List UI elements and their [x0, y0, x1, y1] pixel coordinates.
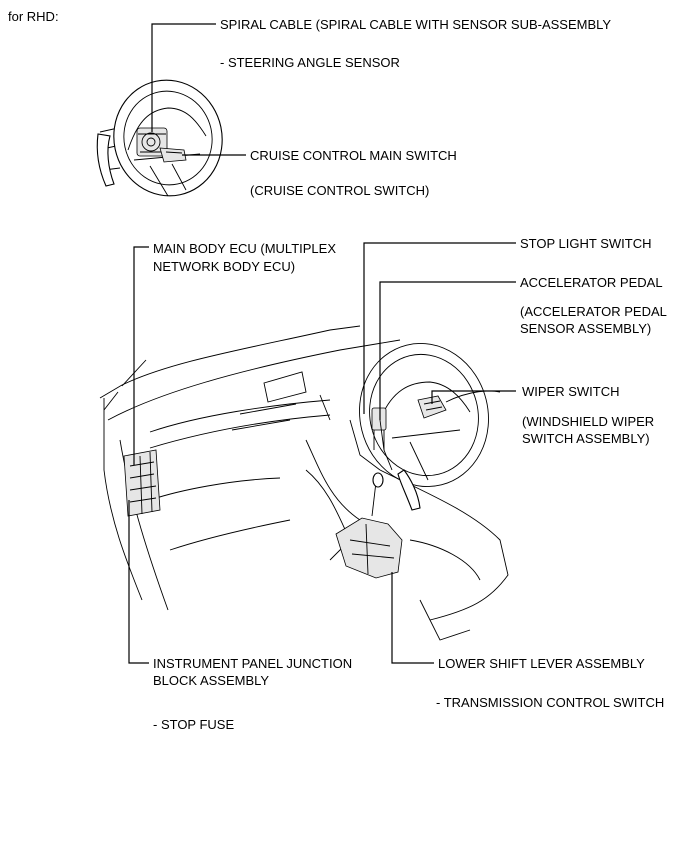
label-lower-shift-lever: LOWER SHIFT LEVER ASSEMBLY: [438, 656, 645, 671]
label-accelerator-pedal-sensor-line2: SENSOR ASSEMBLY): [520, 321, 652, 336]
main-body-ecu-illustration: [123, 449, 161, 517]
wiper-switch-illustration: [417, 390, 501, 419]
accelerator-pedal-illustration: [379, 419, 421, 511]
stop-light-switch-illustration: [371, 407, 387, 450]
label-main-body-ecu-line1: MAIN BODY ECU (MULTIPLEX: [153, 241, 336, 256]
label-stop-light-switch: STOP LIGHT SWITCH: [520, 236, 652, 251]
label-windshield-wiper-line1: (WINDSHIELD WIPER: [522, 414, 655, 429]
leader-instrument-panel-junction-block: [128, 500, 149, 664]
lower-shift-lever-illustration: [335, 472, 403, 579]
variant-heading: for RHD:: [8, 9, 59, 24]
leader-accelerator-pedal: [379, 281, 516, 420]
label-accelerator-pedal-sensor-line1: (ACCELERATOR PEDAL: [520, 304, 667, 319]
label-stop-fuse: - STOP FUSE: [153, 717, 235, 732]
leader-lower-shift-lever: [391, 572, 434, 664]
leader-main-body-ecu: [133, 246, 149, 465]
label-wiper-switch: WIPER SWITCH: [522, 384, 620, 399]
leader-stop-light-switch: [363, 242, 516, 414]
leader-spiral-cable: [151, 23, 216, 132]
label-instrument-panel-junction-line1: INSTRUMENT PANEL JUNCTION: [153, 656, 353, 671]
label-cruise-control-switch: (CRUISE CONTROL SWITCH): [250, 183, 430, 198]
cruise-control-main-switch-illustration: [159, 147, 187, 163]
label-steering-angle-sensor: - STEERING ANGLE SENSOR: [220, 55, 400, 70]
label-instrument-panel-junction-line2: BLOCK ASSEMBLY: [153, 673, 270, 688]
label-main-body-ecu-line2: NETWORK BODY ECU): [153, 259, 296, 274]
label-transmission-control-switch: - TRANSMISSION CONTROL SWITCH: [436, 695, 665, 710]
label-accelerator-pedal: ACCELERATOR PEDAL: [520, 275, 663, 290]
leader-wiper-switch: [431, 390, 516, 404]
label-windshield-wiper-line2: SWITCH ASSEMBLY): [522, 431, 650, 446]
label-spiral-cable: SPIRAL CABLE (SPIRAL CABLE WITH SENSOR S…: [220, 17, 612, 32]
label-cruise-control-main-switch: CRUISE CONTROL MAIN SWITCH: [250, 148, 457, 163]
